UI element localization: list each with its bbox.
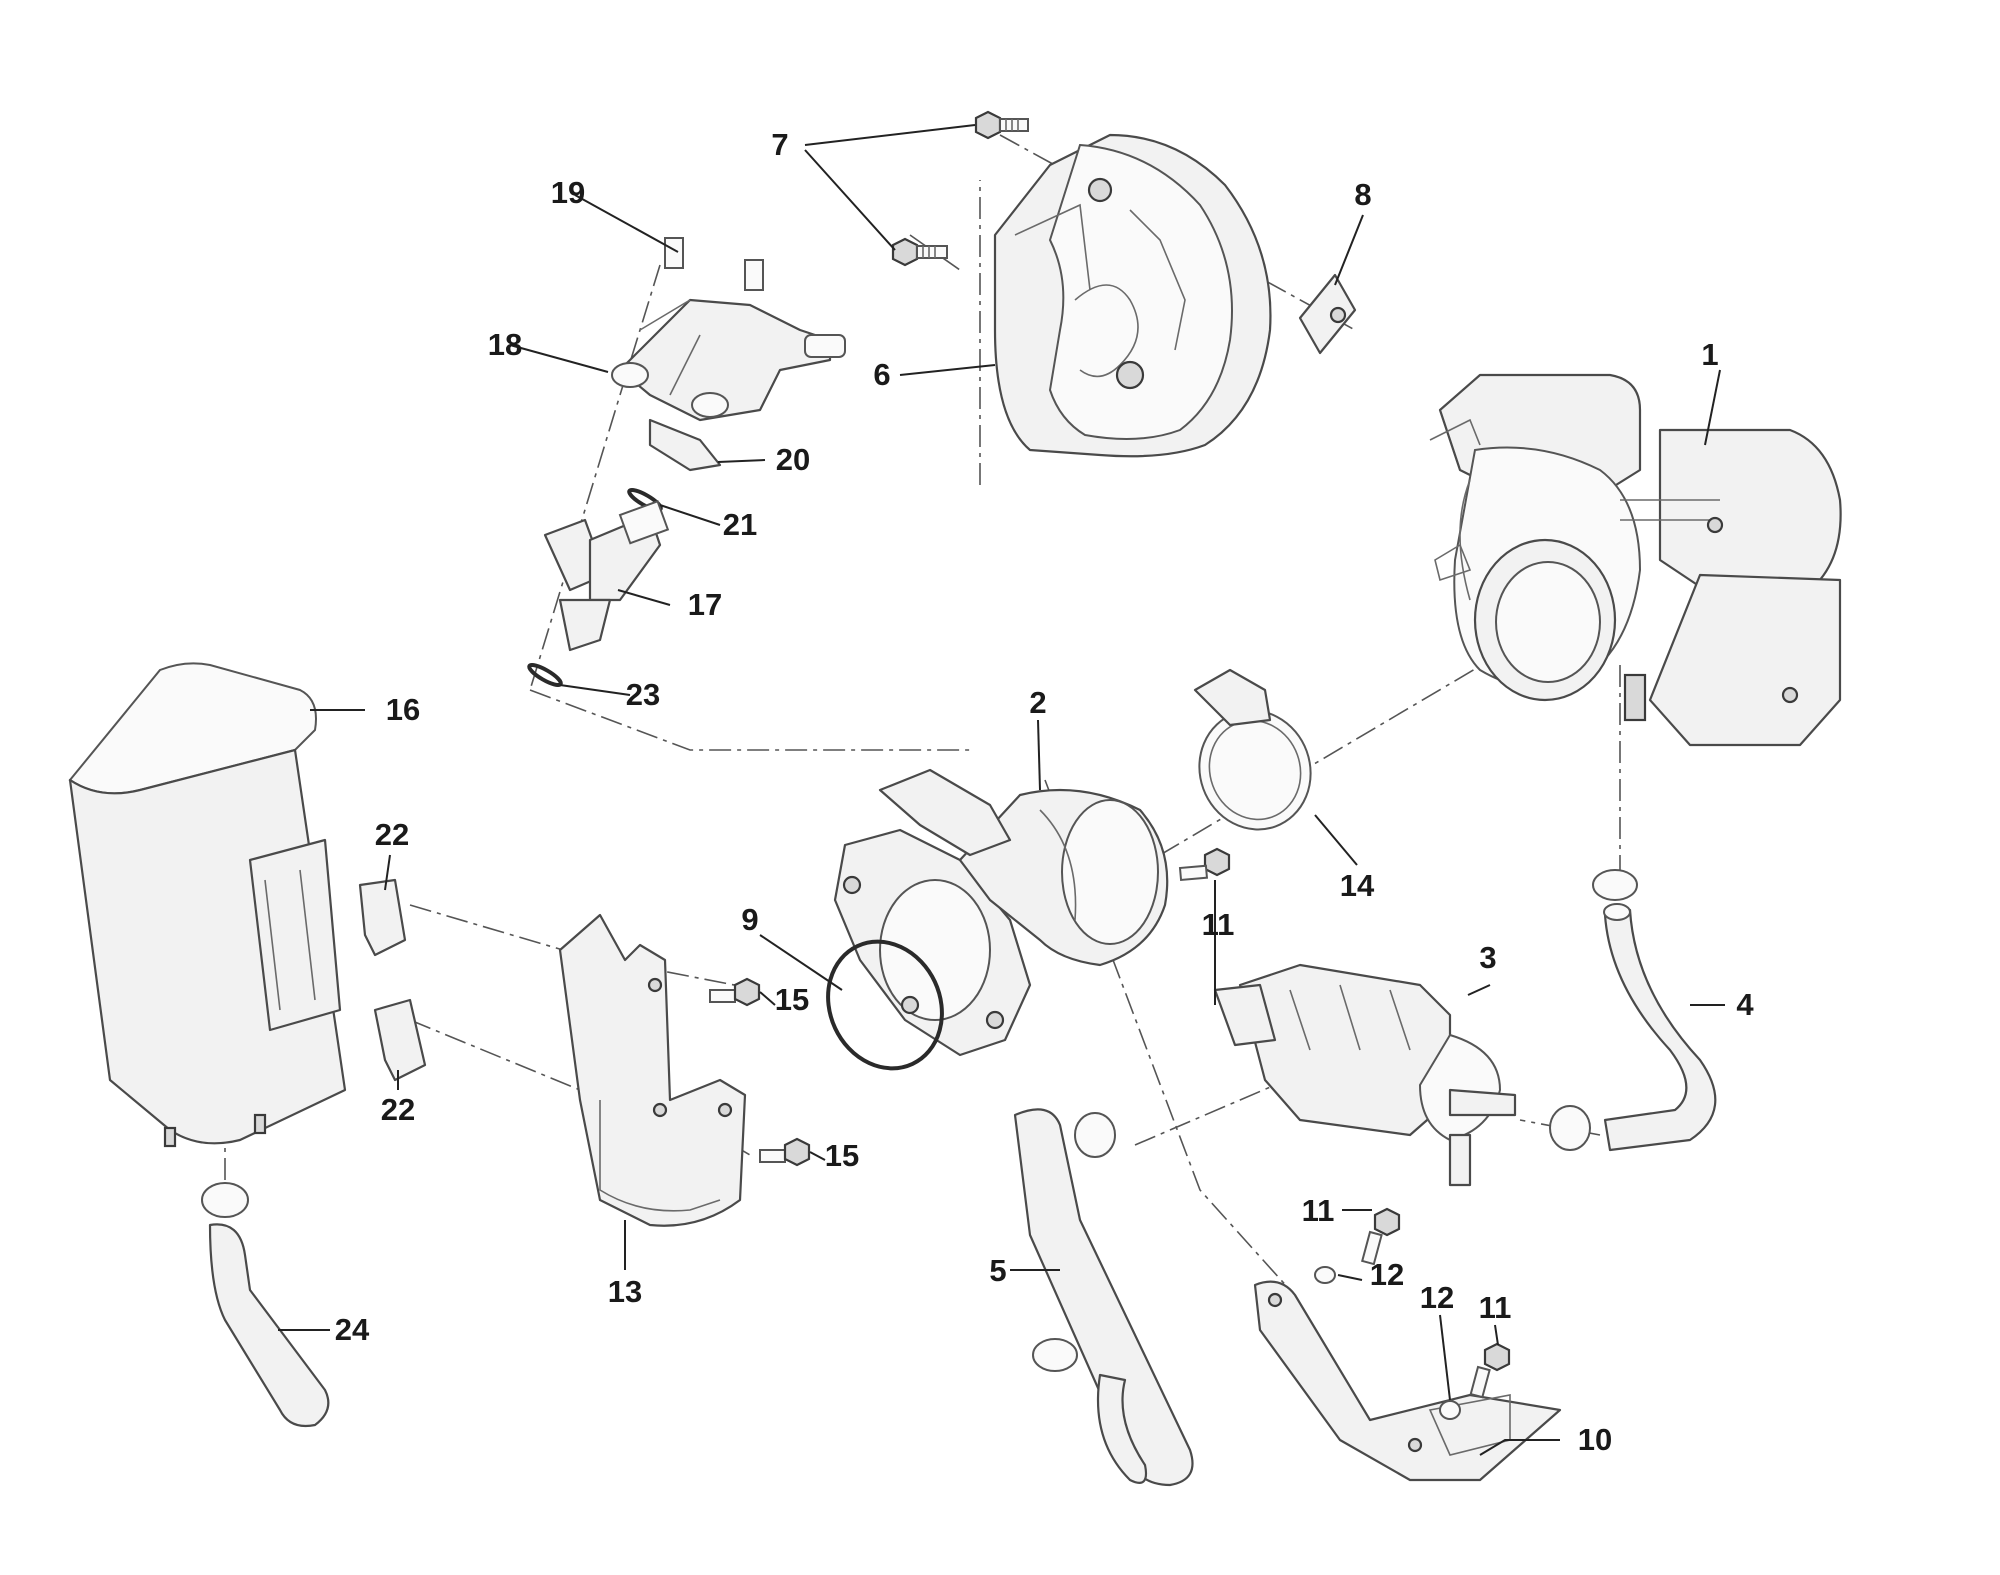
screw-11-center bbox=[1178, 847, 1231, 882]
callout-12-left: 12 bbox=[1370, 1257, 1404, 1292]
callout-15-lower: 15 bbox=[825, 1138, 859, 1173]
hose-clamp-5-lower bbox=[1032, 1338, 1078, 1372]
hose-5 bbox=[1013, 1108, 1194, 1487]
callout-11-lower-right: 11 bbox=[1479, 1290, 1512, 1325]
callout-21: 21 bbox=[723, 507, 757, 542]
callout-7: 7 bbox=[771, 127, 788, 162]
callout-20: 20 bbox=[776, 442, 810, 477]
callout-14: 14 bbox=[1340, 868, 1375, 903]
clip-22-upper bbox=[358, 878, 407, 957]
callout-12-right: 12 bbox=[1420, 1280, 1454, 1315]
callout-15-upper: 15 bbox=[775, 982, 809, 1017]
hose-clamp-5-upper bbox=[1074, 1112, 1116, 1158]
fuel-rail-18 bbox=[611, 298, 846, 422]
hose-clamp-24 bbox=[201, 1182, 249, 1218]
screw-19-left bbox=[664, 237, 684, 269]
purge-valve-3 bbox=[1213, 963, 1517, 1187]
o-ring-23 bbox=[527, 663, 563, 687]
washer-12-left bbox=[1314, 1266, 1336, 1284]
callout-10: 10 bbox=[1578, 1422, 1612, 1457]
hose-clamp-4-lower bbox=[1549, 1105, 1591, 1151]
callout-6: 6 bbox=[873, 357, 890, 392]
injector-17 bbox=[543, 500, 670, 652]
hose-clamp-14 bbox=[1193, 668, 1312, 831]
leader-lines bbox=[278, 124, 1725, 1456]
clip-22-lower bbox=[373, 998, 427, 1082]
callout-16: 16 bbox=[386, 692, 420, 727]
screw-15-lower bbox=[759, 1137, 811, 1167]
intake-manifold-2 bbox=[833, 768, 1169, 1057]
callout-17: 17 bbox=[688, 587, 722, 622]
callout-2: 2 bbox=[1029, 685, 1046, 720]
callout-9: 9 bbox=[741, 902, 758, 937]
callout-3: 3 bbox=[1479, 940, 1496, 975]
clip-20 bbox=[648, 418, 722, 472]
canister-16 bbox=[68, 662, 347, 1148]
screw-19-right bbox=[744, 259, 764, 291]
callout-8: 8 bbox=[1354, 177, 1371, 212]
screw-11-lower-left bbox=[1361, 1207, 1401, 1266]
callout-19: 19 bbox=[551, 175, 585, 210]
hose-24 bbox=[208, 1223, 330, 1428]
clip-nut-8 bbox=[1298, 273, 1357, 355]
callout-4: 4 bbox=[1736, 987, 1754, 1022]
callout-11-lower-left: 11 bbox=[1302, 1193, 1335, 1228]
callout-23: 23 bbox=[626, 677, 660, 712]
callout-numbers: 1 2 3 4 5 6 7 8 9 10 11 11 11 12 12 13 1… bbox=[335, 127, 1755, 1457]
callout-22-lower: 22 bbox=[381, 1092, 415, 1127]
screw-15-upper bbox=[709, 977, 761, 1007]
hose-4 bbox=[1603, 903, 1717, 1152]
screw-7-upper bbox=[974, 110, 1029, 140]
callout-1: 1 bbox=[1701, 337, 1718, 372]
throttle-body-1 bbox=[1429, 373, 1842, 747]
callout-24: 24 bbox=[335, 1312, 370, 1347]
bracket-10 bbox=[1253, 1280, 1562, 1482]
cover-6 bbox=[993, 133, 1272, 458]
callout-22-upper: 22 bbox=[375, 817, 409, 852]
screw-11-lower-right bbox=[1469, 1342, 1511, 1399]
callout-18: 18 bbox=[488, 327, 522, 362]
bracket-13 bbox=[558, 913, 747, 1227]
washer-12-right bbox=[1439, 1400, 1461, 1420]
o-ring-9 bbox=[826, 939, 944, 1071]
callout-13: 13 bbox=[608, 1274, 642, 1309]
screw-7-lower bbox=[891, 237, 948, 267]
hose-clamp-4-upper bbox=[1592, 869, 1638, 901]
callout-5: 5 bbox=[989, 1253, 1006, 1288]
callout-11-center: 11 bbox=[1202, 907, 1235, 942]
